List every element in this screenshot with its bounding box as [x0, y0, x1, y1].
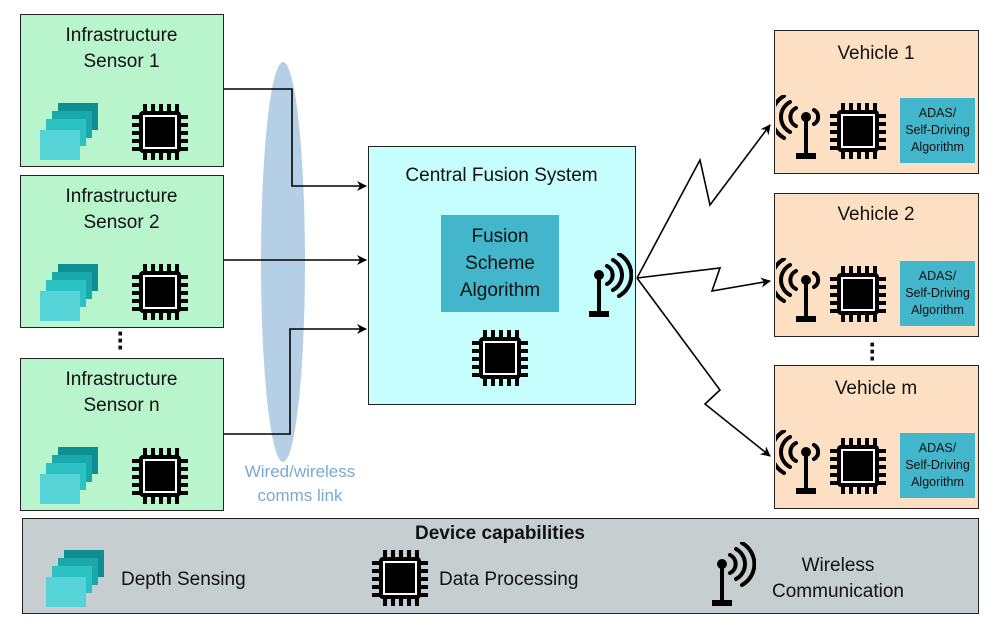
device-capabilities-legend: Device capabilities Depth Sensing Data P… [22, 518, 979, 614]
vehicle-1-algorithm-label: ADAS/ Self-Driving Algorithm [905, 106, 970, 154]
vehicle-1-algorithm: ADAS/ Self-Driving Algorithm [900, 98, 975, 163]
wireless-link-vehicle-2 [636, 267, 771, 293]
fusion-algorithm-label: Fusion Scheme Algorithm [459, 226, 541, 301]
depth-sensing-icon [46, 550, 104, 607]
depth-sensing-icon [40, 103, 98, 160]
data-processing-icon [830, 266, 886, 322]
wireless-link-vehicle-m [636, 277, 771, 457]
data-processing-icon [132, 104, 188, 160]
sensor-2-label: Infrastructure Sensor 2 [65, 186, 178, 233]
central-title: Central Fusion System [405, 165, 598, 186]
legend-label-wireless-communication: Wireless Communication [772, 555, 904, 602]
wireless-antenna-icon [776, 430, 821, 494]
data-processing-icon [132, 264, 188, 320]
wireless-antenna-icon [776, 258, 821, 322]
vehicle-ellipsis: ··· [868, 329, 878, 373]
connector-sensor-n [224, 324, 367, 435]
vehicle-2-label: Vehicle 2 [837, 204, 915, 225]
comms-link-ellipse [261, 62, 305, 462]
connector-sensor-1 [224, 88, 367, 191]
data-processing-icon [830, 438, 886, 494]
legend-title: Device capabilities [414, 523, 586, 544]
sensor-ellipsis: ··· [116, 318, 126, 362]
fusion-algorithm: Fusion Scheme Algorithm [441, 215, 559, 312]
vehicle-2-algorithm-label: ADAS/ Self-Driving Algorithm [905, 269, 970, 317]
vehicle-m-algorithm: ADAS/ Self-Driving Algorithm [900, 433, 975, 498]
legend-label-data-processing: Data Processing [439, 569, 579, 590]
wireless-antenna-icon [776, 95, 821, 159]
sensor-1-label: Infrastructure Sensor 1 [65, 25, 178, 72]
depth-sensing-icon [40, 264, 98, 321]
sensor-n-label: Infrastructure Sensor n [65, 369, 178, 416]
data-processing-icon [132, 448, 188, 504]
data-processing-icon [472, 330, 528, 386]
vehicle-m-algorithm-label: ADAS/ Self-Driving Algorithm [905, 441, 970, 489]
wireless-link-vehicle-1 [636, 124, 771, 279]
wireless-communication-icon [712, 542, 756, 606]
data-processing-icon [372, 550, 428, 606]
comms-link-label: Wired/wireless comms link [244, 462, 356, 505]
vehicle-1-label: Vehicle 1 [837, 43, 915, 64]
legend-label-depth-sensing: Depth Sensing [121, 569, 246, 590]
wireless-antenna-icon [589, 253, 633, 317]
vehicle-m-label: Vehicle m [834, 378, 918, 399]
vehicle-2-algorithm: ADAS/ Self-Driving Algorithm [900, 261, 975, 326]
depth-sensing-icon [40, 447, 98, 504]
data-processing-icon [830, 103, 886, 159]
